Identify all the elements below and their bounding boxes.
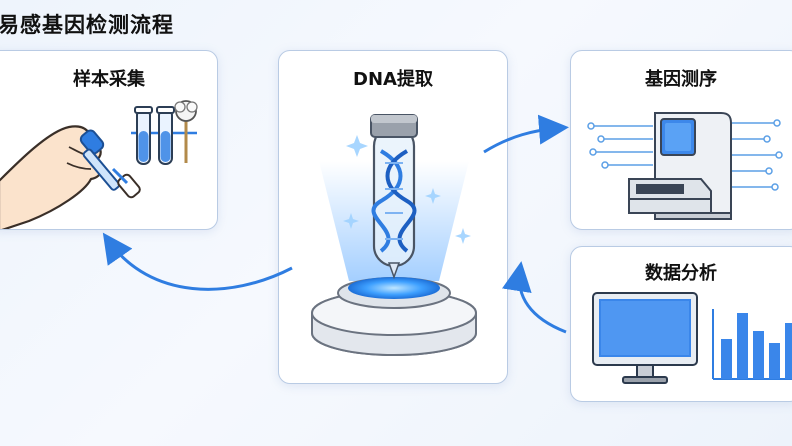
step-label-gene-sequencing: 基因测序 [645,69,717,90]
step-label-sample-collection: 样本采集 [73,69,145,90]
swab-icon [174,100,198,163]
sample-collection-illustration [0,100,198,229]
monitor-icon [592,292,698,384]
dna-tube-icon [311,114,477,356]
step-label-dna-extraction: DNA提取 [353,69,433,90]
step-card-gene-sequencing: 基因测序 [570,50,792,230]
step-card-sample-collection: 样本采集 [0,50,218,230]
page-title: 易感基因检测流程 [0,13,174,37]
step-card-dna-extraction: DNA提取 [278,50,508,384]
arrow-extraction-to-sample [102,232,293,291]
arrow-analysis-to-sequencing [501,261,567,334]
dna-extraction-illustration [311,114,477,356]
step-label-data-analysis: 数据分析 [645,263,717,284]
hand-pipette-icon [0,125,141,229]
sequencer-icon [587,112,783,220]
data-analysis-illustration [592,292,792,384]
step-card-data-analysis: 数据分析 [570,246,792,402]
gene-sequencing-illustration [587,112,783,220]
bar-chart-icon [712,309,792,380]
